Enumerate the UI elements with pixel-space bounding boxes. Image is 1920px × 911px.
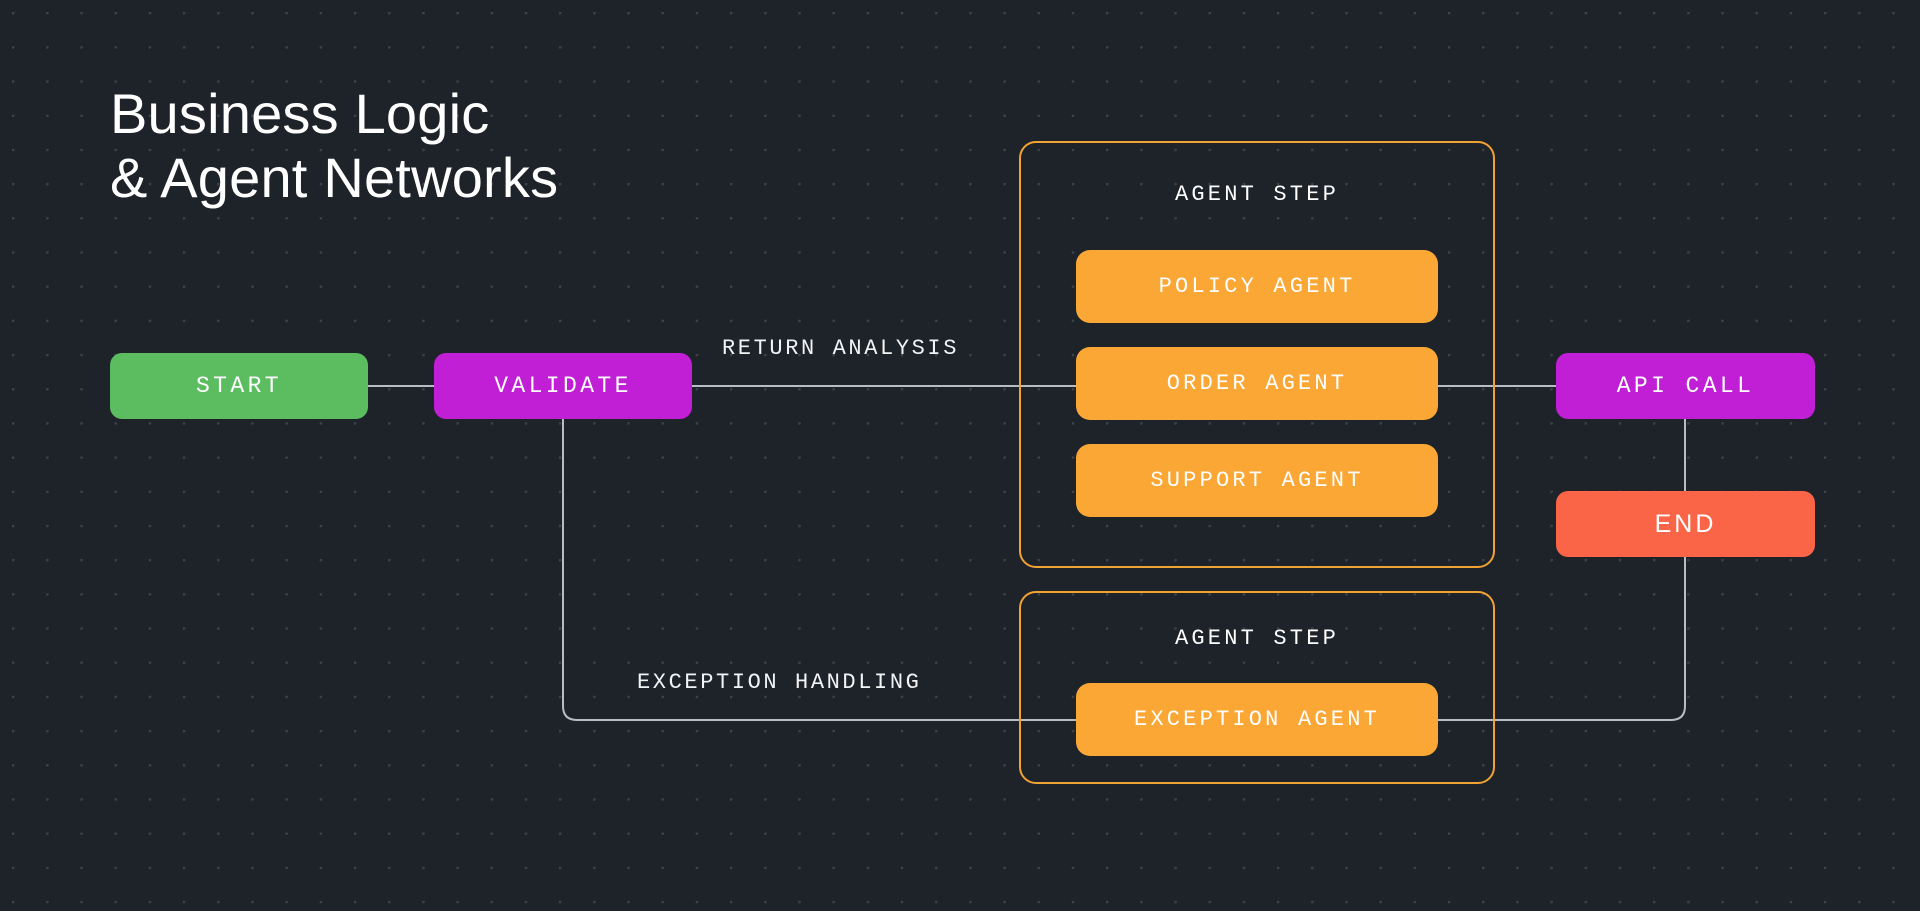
- group-title-agent-step-bottom: AGENT STEP: [1174, 626, 1340, 651]
- node-support-agent[interactable]: SUPPORT AGENT: [1076, 444, 1438, 517]
- edge-label-return-analysis: RETURN ANALYSIS: [722, 336, 960, 361]
- node-validate[interactable]: VALIDATE: [434, 353, 692, 419]
- node-end[interactable]: END: [1556, 491, 1815, 557]
- node-api-call[interactable]: API CALL: [1556, 353, 1815, 419]
- node-order-agent[interactable]: ORDER AGENT: [1076, 347, 1438, 420]
- group-agent-step-top: [1019, 141, 1495, 568]
- node-policy-agent[interactable]: POLICY AGENT: [1076, 250, 1438, 323]
- group-title-agent-step-top: AGENT STEP: [1174, 182, 1340, 207]
- page-title: Business Logic & Agent Networks: [110, 82, 559, 209]
- edge-label-exception-handling: EXCEPTION HANDLING: [637, 670, 922, 695]
- node-start[interactable]: START: [110, 353, 368, 419]
- node-exception-agent[interactable]: EXCEPTION AGENT: [1076, 683, 1438, 756]
